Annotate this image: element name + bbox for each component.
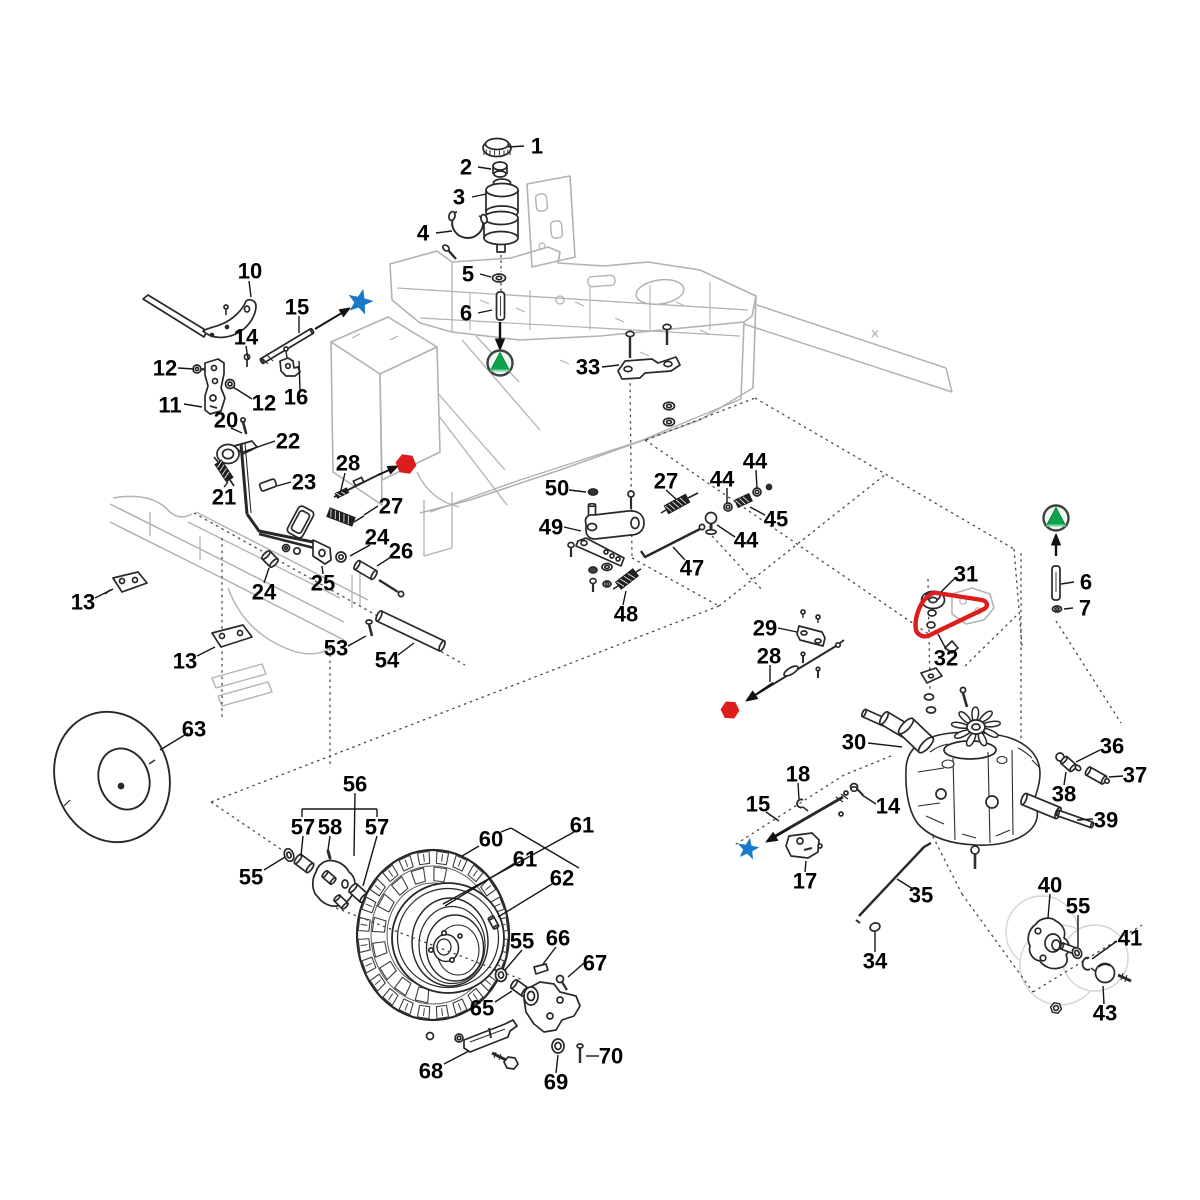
svg-text:4: 4 [417,221,430,246]
svg-text:27: 27 [379,494,403,519]
svg-text:57: 57 [365,815,389,840]
svg-text:65: 65 [470,996,494,1021]
svg-text:30: 30 [842,730,866,755]
svg-text:26: 26 [389,539,413,564]
svg-text:44: 44 [734,528,759,553]
svg-text:53: 53 [324,636,348,661]
svg-text:6: 6 [460,301,472,326]
svg-text:36: 36 [1100,734,1124,759]
svg-text:20: 20 [214,408,238,433]
svg-text:29: 29 [753,616,777,641]
svg-text:55: 55 [239,865,263,890]
svg-text:33: 33 [576,355,600,380]
svg-text:6: 6 [1080,570,1092,595]
svg-text:11: 11 [158,393,181,418]
svg-text:31: 31 [954,562,978,587]
svg-text:24: 24 [252,580,277,605]
svg-text:13: 13 [173,649,197,674]
svg-text:41: 41 [1118,926,1142,951]
svg-text:58: 58 [318,815,342,840]
svg-text:43: 43 [1093,1001,1117,1026]
svg-text:28: 28 [757,644,781,669]
svg-text:45: 45 [764,507,788,532]
svg-text:56: 56 [343,772,367,797]
svg-text:55: 55 [510,929,534,954]
svg-text:28: 28 [336,451,360,476]
svg-text:12: 12 [252,391,276,416]
svg-text:67: 67 [583,951,607,976]
svg-text:5: 5 [462,262,474,287]
svg-text:62: 62 [550,866,574,891]
svg-text:50: 50 [545,476,569,501]
svg-text:63: 63 [182,717,206,742]
svg-text:44: 44 [710,467,735,492]
svg-text:55: 55 [1066,894,1090,919]
svg-text:69: 69 [544,1070,568,1095]
svg-text:25: 25 [311,571,335,596]
svg-text:57: 57 [291,815,315,840]
svg-text:44: 44 [743,449,768,474]
svg-text:17: 17 [793,869,817,894]
svg-text:3: 3 [453,185,465,210]
svg-text:40: 40 [1038,873,1062,898]
svg-text:37: 37 [1123,763,1147,788]
svg-text:38: 38 [1052,782,1076,807]
svg-text:14: 14 [234,325,259,350]
svg-text:16: 16 [284,385,308,410]
svg-text:70: 70 [599,1044,623,1069]
svg-text:15: 15 [285,295,309,320]
svg-text:35: 35 [909,883,933,908]
svg-text:10: 10 [238,259,262,284]
svg-text:2: 2 [460,155,472,180]
svg-text:12: 12 [153,356,177,381]
svg-text:48: 48 [614,602,638,627]
svg-text:34: 34 [863,949,888,974]
svg-text:54: 54 [375,648,400,673]
svg-text:21: 21 [212,485,236,510]
svg-text:1: 1 [531,134,543,159]
svg-text:61: 61 [570,813,594,838]
svg-text:68: 68 [419,1059,443,1084]
svg-text:49: 49 [539,515,563,540]
svg-text:14: 14 [876,794,901,819]
svg-text:60: 60 [479,827,503,852]
svg-text:39: 39 [1094,808,1118,833]
svg-text:23: 23 [292,470,316,495]
svg-text:32: 32 [934,646,958,671]
svg-text:18: 18 [786,762,810,787]
svg-text:66: 66 [546,926,570,951]
svg-text:27: 27 [654,469,678,494]
svg-text:22: 22 [276,429,300,454]
svg-text:7: 7 [1079,596,1091,621]
svg-text:13: 13 [71,590,95,615]
